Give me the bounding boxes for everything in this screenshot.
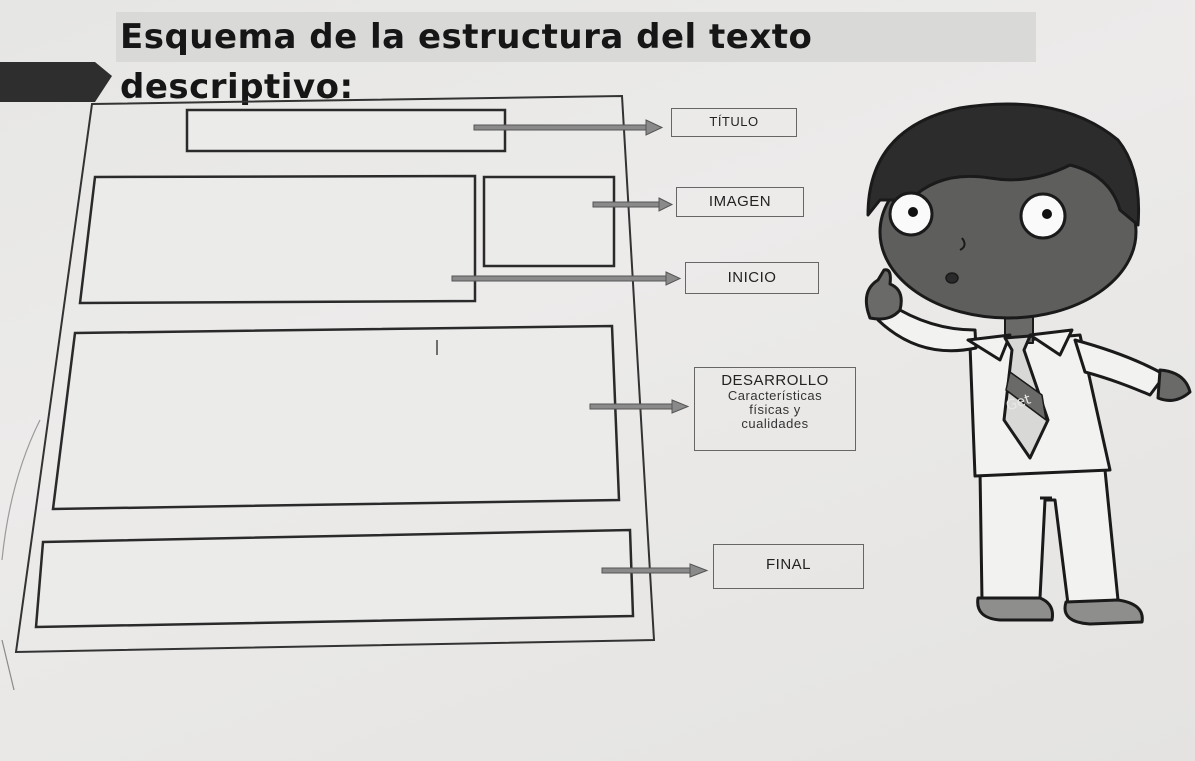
label-inicio: INICIO [685,262,819,294]
label-imagen: IMAGEN [676,187,804,217]
arrow-imagen [592,197,674,212]
label-desarrollo-heading: DESARROLLO [721,372,829,389]
label-final: FINAL [713,544,864,589]
arrow-desarrollo [589,399,690,414]
image-box-small [482,175,616,268]
label-desarrollo-line1: Características [727,388,823,403]
page-outline [14,94,656,654]
label-desarrollo: DESARROLLO Características físicas y cua… [694,367,856,451]
label-desarrollo-line2: físicas y [749,402,801,417]
arrow-final [601,563,709,578]
arrow-inicio [451,271,682,286]
corner-tab-marker [0,62,112,102]
image-box-large [78,174,477,305]
development-box [51,324,621,511]
final-box [34,528,635,629]
label-desarrollo-line3: cualidades [741,416,809,431]
title-box [185,108,507,153]
cartoon-boy-illustration [864,102,1192,626]
arrow-titulo [473,119,664,136]
label-titulo: TÍTULO [671,108,797,137]
worksheet-title: Esquema de la estructura del texto descr… [116,12,1036,107]
